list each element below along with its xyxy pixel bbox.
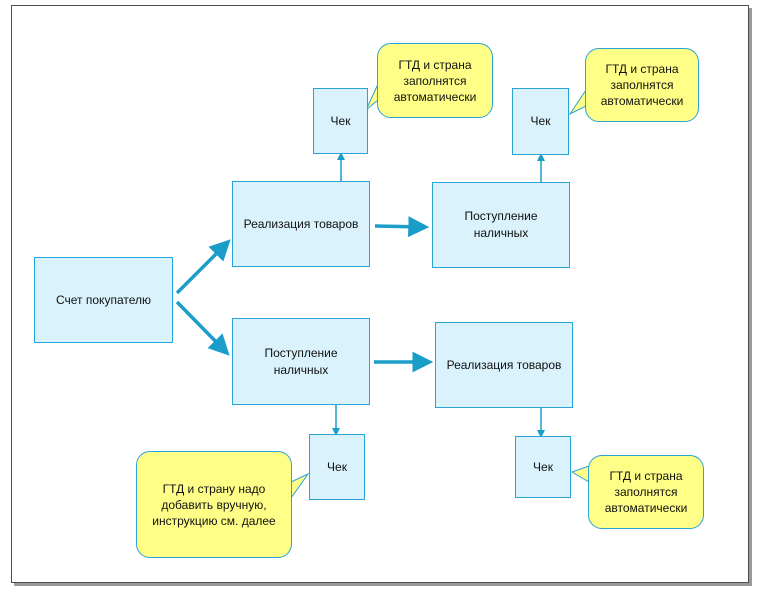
note-tail-bottom-right (570, 465, 590, 483)
node-check-bottom-left: Чек (309, 434, 365, 500)
node-check-top-right: Чек (512, 88, 569, 155)
node-cash-bottom-label: Поступление наличных (264, 345, 338, 377)
arrow-sale-to-cash-top (374, 216, 430, 238)
node-check-bottom-right-label: Чек (533, 459, 553, 474)
node-cash-top-label: Поступление наличных (464, 209, 538, 240)
note-top-left-text: ГТД и страна заполнятся автоматически (393, 57, 477, 104)
note-bottom-right-text: ГТД и страна заполнятся автоматически (604, 469, 688, 515)
node-sale-top-label: Реализация товаров (243, 216, 359, 231)
node-sale-bottom-label: Реализация товаров (446, 357, 562, 372)
node-check-top-left-label: Чек (330, 113, 351, 128)
node-invoice: Счет покупателю (34, 257, 173, 343)
note-tail-top-right (568, 88, 587, 116)
node-invoice-label: Счет покупателю (56, 292, 151, 307)
node-check-top-right-label: Чек (530, 114, 551, 128)
arrow-invoice-to-cash (175, 300, 230, 356)
node-sale-top: Реализация товаров (232, 181, 370, 267)
note-bottom-right: ГТД и страна заполнятся автоматически (588, 455, 704, 529)
node-check-bottom-right: Чек (515, 436, 571, 498)
note-bottom-left: ГТД и страну надо добавить вручную, инст… (136, 451, 292, 558)
node-cash-top: Поступление наличных (432, 182, 570, 268)
note-top-right: ГТД и страна заполнятся автоматически (585, 48, 699, 122)
note-top-left: ГТД и страна заполнятся автоматически (377, 43, 493, 118)
note-tail-bottom-left (290, 472, 310, 500)
node-cash-bottom: Поступление наличных (232, 318, 370, 405)
note-top-right-text: ГТД и страна заполнятся автоматически (600, 62, 684, 108)
note-bottom-left-text: ГТД и страну надо добавить вручную, инст… (152, 481, 276, 528)
node-check-bottom-left-label: Чек (327, 459, 347, 474)
arrow-invoice-to-sale (175, 239, 231, 295)
node-check-top-left: Чек (313, 88, 368, 154)
node-sale-bottom: Реализация товаров (435, 322, 573, 408)
